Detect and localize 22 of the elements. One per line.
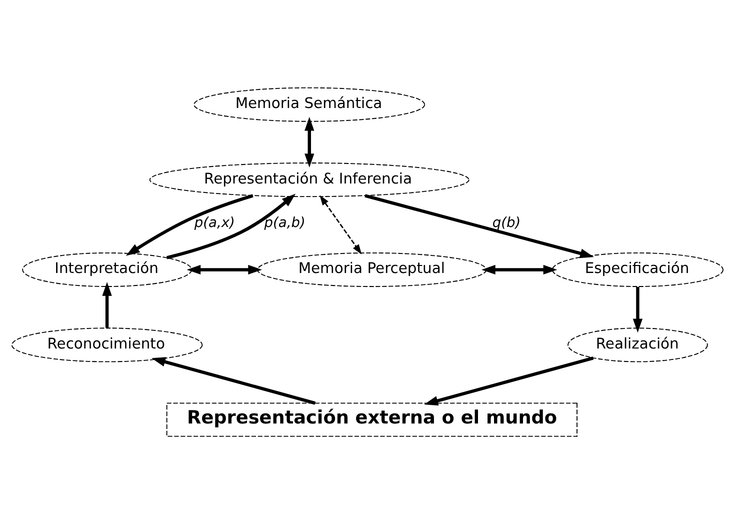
arrow [424, 356, 594, 405]
arrow [102, 282, 112, 328]
node-ellipse: Memoria Semántica [194, 86, 426, 122]
edge-label: q(b) [492, 214, 521, 231]
arrow [632, 286, 643, 332]
edge-label: p(a,x) [194, 214, 235, 231]
arrow [482, 264, 558, 274]
arrow [364, 194, 594, 258]
node-box: Representación externa o el mundo [166, 402, 578, 436]
node-ellipse: Especificación [552, 252, 724, 286]
arrow [166, 193, 296, 259]
node-ellipse: Representación & Inferencia [149, 162, 470, 197]
node-ellipse: Memoria Perceptual [257, 252, 487, 286]
arrow [186, 264, 262, 274]
arrow [126, 194, 254, 256]
node-ellipse: Realización [568, 327, 708, 362]
node-ellipse: Interpretación [22, 252, 192, 286]
arrow [152, 356, 316, 404]
node-ellipse: Reconocimiento [11, 327, 203, 362]
arrow [320, 194, 362, 254]
arrow [304, 116, 314, 168]
edge-label: p(a,b) [264, 214, 306, 231]
